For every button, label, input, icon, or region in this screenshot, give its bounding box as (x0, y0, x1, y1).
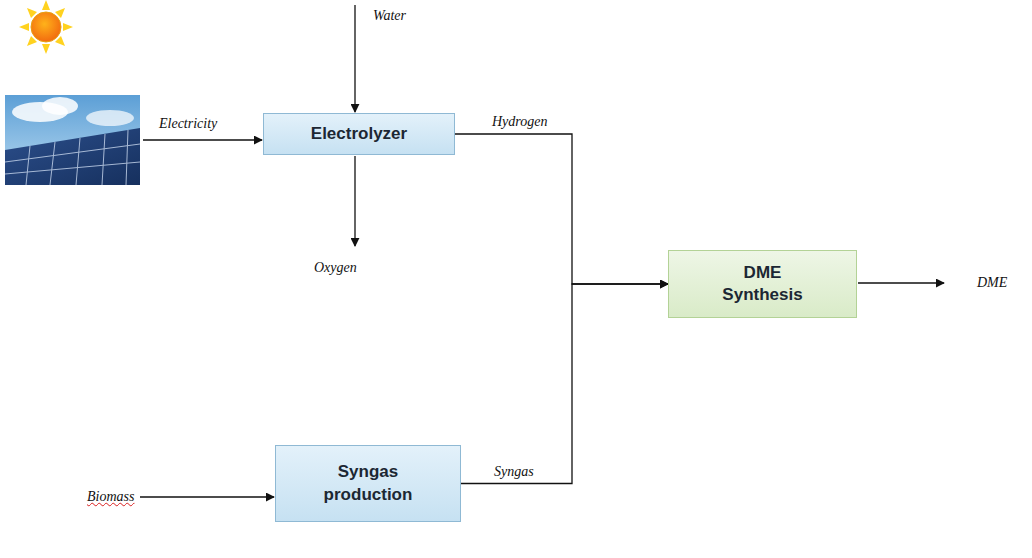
edge-label-holder: Hydrogen (491, 112, 548, 130)
output-label: Oxygen (313, 260, 358, 275)
flow-arrow (455, 134, 668, 284)
flow-arrow (461, 284, 668, 484)
product-arrow (858, 282, 944, 283)
stream-label: Syngas (493, 464, 535, 479)
label-holder: Oxygen (313, 258, 358, 276)
electricity-arrow (143, 139, 262, 140)
label-holder: Biomass (86, 487, 135, 505)
water-arrow (354, 5, 355, 112)
input-label: Biomass (86, 489, 135, 504)
stream-label: Hydrogen (491, 114, 548, 129)
label-holder: Electricity (158, 114, 218, 132)
input-label: Electricity (158, 116, 218, 131)
process-box: Syngas production (275, 445, 461, 522)
product-label: DME (976, 275, 1008, 290)
biomass-arrow (140, 496, 274, 497)
synthesis-box: DME Synthesis (668, 250, 857, 318)
label-holder: DME (976, 273, 1008, 291)
node-label: DME Synthesis (709, 262, 816, 306)
node-label: Syngas production (311, 461, 425, 505)
label-holder: Water (372, 6, 407, 24)
solar-panel-picture (5, 95, 140, 185)
node-label: Electrolyzer (311, 123, 407, 145)
sun-icon (19, 0, 73, 54)
input-label: Water (372, 8, 407, 23)
process-box: Electrolyzer (263, 113, 455, 155)
edge-label-holder: Syngas (493, 462, 535, 480)
oxygen-arrow (354, 156, 355, 246)
